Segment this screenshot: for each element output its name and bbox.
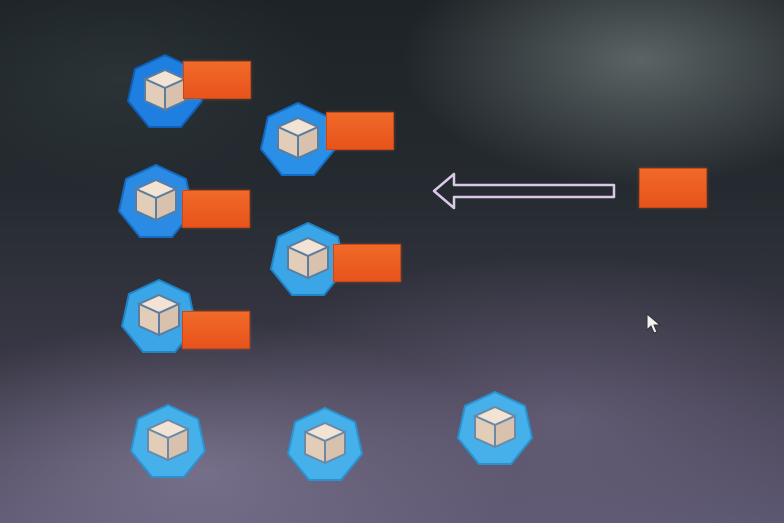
tag-block[interactable]	[333, 244, 401, 282]
cube-node[interactable]	[119, 277, 199, 357]
cube-icon	[302, 421, 348, 465]
tag-block[interactable]	[183, 61, 251, 99]
cube-node[interactable]	[116, 162, 196, 242]
tag-block[interactable]	[326, 112, 394, 150]
cube-icon	[133, 178, 179, 222]
tag-block[interactable]	[182, 190, 250, 228]
cube-icon	[142, 68, 188, 112]
cube-icon	[145, 418, 191, 462]
cube-icon	[136, 293, 182, 337]
cube-icon	[275, 116, 321, 160]
heptagon-node-icon	[456, 390, 534, 465]
cube-icon	[472, 405, 518, 449]
cube-node[interactable]	[268, 220, 348, 300]
cube-node[interactable]	[455, 389, 535, 469]
pending-tag-block[interactable]	[639, 168, 707, 208]
heptagon-node-icon	[129, 403, 207, 478]
cube-node[interactable]	[128, 402, 208, 482]
heptagon-node-icon	[120, 278, 198, 353]
cube-icon	[285, 236, 331, 280]
heptagon-node-icon	[117, 163, 195, 238]
tag-block[interactable]	[182, 311, 250, 349]
mouse-cursor-icon	[646, 312, 662, 339]
cube-node[interactable]	[285, 405, 365, 485]
heptagon-node-icon	[269, 221, 347, 296]
heptagon-node-icon	[286, 406, 364, 481]
left-arrow-icon	[430, 170, 620, 216]
